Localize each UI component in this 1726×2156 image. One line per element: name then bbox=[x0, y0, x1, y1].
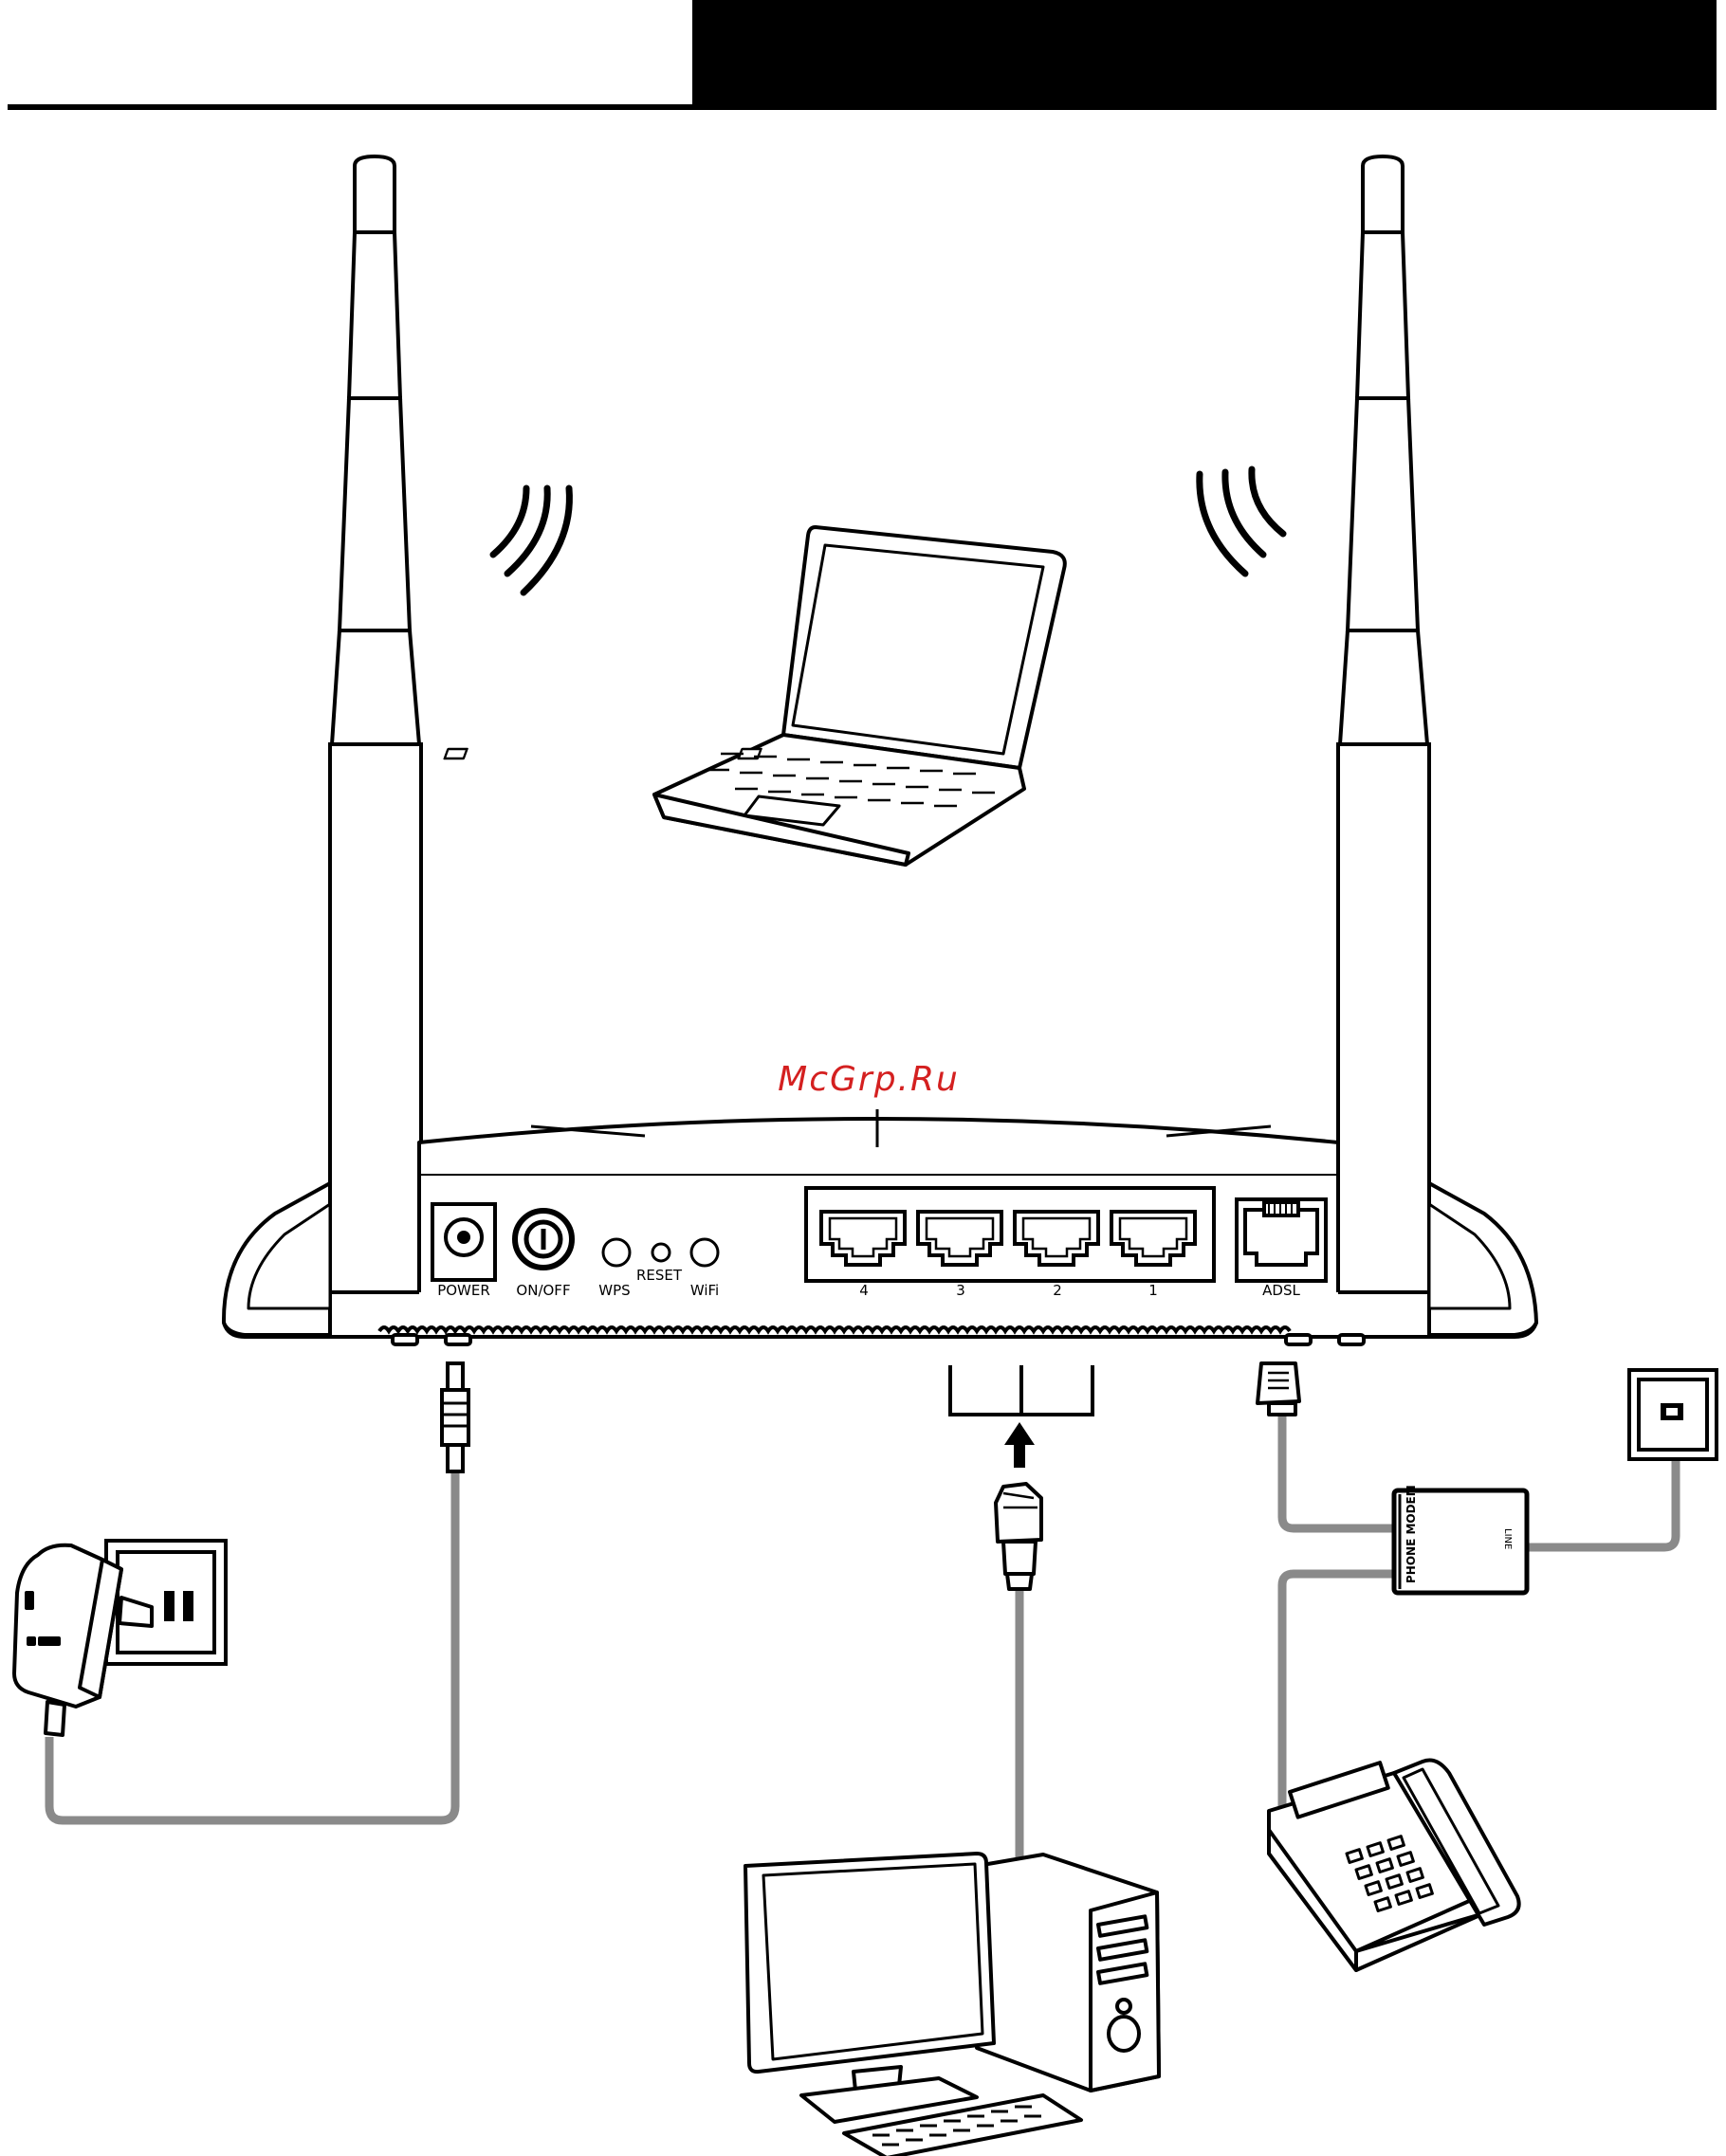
dc-plug-icon bbox=[442, 1363, 468, 1471]
onoff-label: ON/OFF bbox=[516, 1282, 570, 1299]
power-port bbox=[432, 1204, 495, 1280]
header-black-bar bbox=[692, 0, 1717, 110]
antenna-icon bbox=[1338, 156, 1429, 1292]
splitter-icon: PHONE MODEM LINE bbox=[1394, 1485, 1527, 1593]
wifi-waves-icon bbox=[1200, 469, 1283, 574]
port-4-label: 4 bbox=[859, 1282, 869, 1299]
port-2-label: 2 bbox=[1053, 1282, 1062, 1299]
ethernet-plug-icon bbox=[996, 1484, 1041, 1589]
reset-button bbox=[652, 1244, 670, 1261]
watermark: McGrp.Ru bbox=[778, 1060, 960, 1099]
lan-port-1 bbox=[1111, 1212, 1195, 1265]
wifi-label: WiFi bbox=[690, 1282, 719, 1299]
adsl-label: ADSL bbox=[1262, 1282, 1300, 1299]
wps-label: WPS bbox=[598, 1282, 630, 1299]
onoff-button bbox=[515, 1211, 572, 1268]
lan-port-3 bbox=[918, 1212, 1001, 1265]
adsl-cable-to-splitter bbox=[1282, 1413, 1394, 1528]
power-label: POWER bbox=[437, 1282, 490, 1299]
wifi-waves-icon bbox=[493, 488, 569, 593]
lan-bracket bbox=[950, 1365, 1093, 1415]
desktop-computer-icon bbox=[745, 1854, 1159, 2156]
page-header bbox=[8, 0, 1717, 110]
reset-label: RESET bbox=[636, 1267, 683, 1284]
arrow-up-icon bbox=[1004, 1422, 1035, 1468]
rj11-plug-icon bbox=[1258, 1363, 1299, 1415]
telephone-icon bbox=[1269, 1761, 1519, 1971]
splitter-line-label: LINE bbox=[1502, 1528, 1513, 1549]
port-1-label: 1 bbox=[1148, 1282, 1158, 1299]
port-3-label: 3 bbox=[956, 1282, 965, 1299]
splitter-phone-modem-label: PHONE MODEM bbox=[1405, 1485, 1418, 1583]
lan-port-2 bbox=[1015, 1212, 1098, 1265]
lan-port-4 bbox=[821, 1212, 905, 1265]
adsl-port bbox=[1237, 1199, 1326, 1281]
phone-jack-icon bbox=[1629, 1370, 1717, 1459]
wps-button bbox=[603, 1239, 630, 1266]
antenna-icon bbox=[330, 156, 421, 1292]
wifi-button bbox=[691, 1239, 718, 1266]
